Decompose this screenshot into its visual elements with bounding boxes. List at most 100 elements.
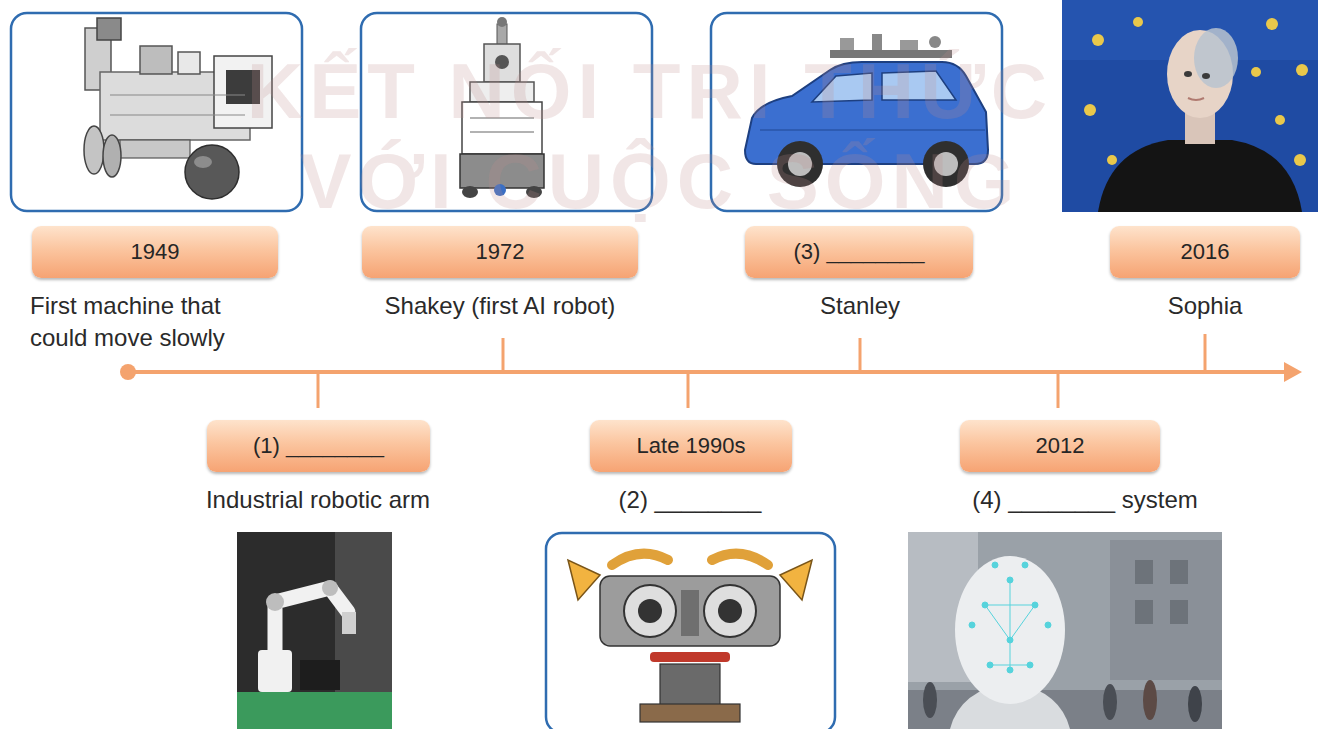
timeline-axis-part: [687, 372, 690, 408]
timeline-axis-part: [120, 364, 136, 380]
date-text: (3) ________: [794, 239, 925, 265]
timeline-axis-part: [859, 338, 862, 372]
timeline-axis-part: [317, 372, 320, 408]
face-recognition-photo-part-part: [987, 662, 993, 668]
date-text: 2016: [1181, 239, 1230, 265]
face-recognition-photo-part-part: [969, 622, 975, 628]
kismet-illustration: [546, 533, 835, 729]
sophia-photo-part: [1275, 115, 1285, 125]
robotic-arm-photo-part: [342, 612, 356, 634]
sophia-photo-part: [1133, 17, 1143, 27]
face-recognition-photo-part: [955, 556, 1065, 704]
face-recognition-photo-part-part: [1007, 577, 1013, 583]
face-recognition-photo-part-part: [992, 562, 998, 568]
stanley-car-illustration-part: [900, 40, 918, 50]
watermark-text: KẾT NỐI TRI THỨC: [247, 52, 1053, 130]
sophia-photo-part: [1266, 18, 1278, 30]
date-pill: 1972Shakey (first AI robot): [362, 226, 638, 278]
event-caption: Stanley: [695, 290, 1025, 322]
face-recognition-photo-part: [1170, 560, 1188, 584]
stanley-car-illustration-part: [929, 36, 941, 48]
robotic-arm-photo-part: [266, 593, 284, 611]
machine-illustration-part: [103, 135, 121, 177]
face-recognition-photo: [908, 532, 1222, 729]
machine-illustration-part: [110, 114, 245, 115]
sophia-photo-part: [1062, 0, 1318, 212]
date-pill: (3) ________Stanley: [745, 226, 973, 278]
kismet-illustration-part: [780, 560, 812, 600]
shakey-illustration-part: [470, 131, 534, 132]
machine-illustration-part: [194, 156, 212, 168]
date-text: 2012: [1036, 433, 1085, 459]
machine-illustration-part: [97, 18, 121, 40]
event-caption: (4) ________ system: [920, 484, 1250, 516]
timeline-axis-part: [1204, 334, 1207, 372]
timeline-axis-part: [128, 370, 1288, 374]
robotic-arm-photo-part: [300, 660, 340, 690]
robotic-arm-photo: [237, 532, 392, 729]
date-pill: 2016Sophia: [1110, 226, 1300, 278]
face-recognition-photo-part: [1170, 600, 1188, 624]
machine-illustration-part: [120, 140, 190, 158]
kismet-illustration-part: [712, 554, 768, 565]
face-recognition-photo-part: [923, 682, 937, 718]
face-recognition-photo-part: [1135, 600, 1153, 624]
machine-illustration-part: [140, 46, 172, 74]
face-recognition-photo-part-part: [1010, 605, 1035, 640]
kismet-illustration-part: [718, 599, 742, 623]
timeline-axis-part: [502, 338, 505, 372]
sophia-photo: [1062, 0, 1318, 212]
face-recognition-photo-part-part: [1045, 622, 1051, 628]
face-recognition-photo-part: [1110, 540, 1222, 680]
sophia-photo-part: [1092, 34, 1104, 46]
kismet-illustration-part: [568, 560, 600, 600]
face-recognition-photo-part-part: [990, 665, 1030, 666]
robotic-arm-photo-part: [322, 580, 338, 596]
date-pill: Late 1990s(2) ________: [590, 420, 792, 472]
kismet-illustration-part: [638, 599, 662, 623]
face-recognition-photo-part-part: [985, 605, 1010, 640]
date-pill: (1) ________Industrial robotic arm: [207, 420, 430, 472]
event-caption: (2) ________: [525, 484, 855, 516]
sophia-photo-part: [1188, 98, 1204, 100]
sophia-photo-part: [1184, 71, 1192, 77]
stanley-car-illustration-part: [872, 34, 882, 50]
timeline-axis-part: [1057, 372, 1060, 408]
face-recognition-photo-part-part: [1032, 602, 1038, 608]
sophia-photo-part: [1107, 155, 1117, 165]
sophia-photo-part: [1084, 104, 1096, 116]
date-text: 1972: [476, 239, 525, 265]
kismet-illustration-part: [650, 652, 730, 662]
kismet-illustration-part: [681, 590, 699, 636]
sophia-photo-part: [1294, 154, 1306, 166]
kismet-illustration-part: [704, 585, 756, 637]
sophia-photo-part: [1296, 64, 1308, 76]
machine-illustration-part: [110, 94, 245, 95]
face-recognition-photo-part-part: [1027, 662, 1033, 668]
kismet-illustration-part: [660, 664, 720, 706]
sophia-photo-part: [1202, 73, 1210, 79]
face-recognition-photo-part-part: [1022, 562, 1028, 568]
face-recognition-photo-part-part: [1010, 580, 1011, 670]
kismet-illustration-part: [612, 554, 668, 565]
timeline-axis-part: [1284, 362, 1302, 382]
robotic-arm-photo-part: [237, 532, 392, 729]
sophia-photo-part: [1251, 67, 1261, 77]
face-recognition-photo-part-part: [1007, 637, 1013, 643]
date-text: Late 1990s: [637, 433, 746, 459]
shakey-illustration-part: [497, 17, 507, 27]
machine-illustration-part: [178, 52, 200, 74]
event-caption: Sophia: [1040, 290, 1332, 322]
timeline-axis: [120, 334, 1302, 408]
date-text: 1949: [131, 239, 180, 265]
event-caption: Industrial robotic arm: [153, 484, 483, 516]
date-pill: 2012(4) ________ system: [960, 420, 1160, 472]
sophia-photo-part: [1194, 28, 1238, 88]
kismet-illustration-part: [640, 704, 740, 722]
kismet-illustration-part: [624, 585, 676, 637]
face-recognition-photo-part: [1188, 686, 1202, 722]
event-caption: Shakey (first AI robot): [335, 290, 665, 322]
machine-illustration-part: [185, 145, 239, 199]
kismet-illustration-part: [600, 576, 780, 646]
